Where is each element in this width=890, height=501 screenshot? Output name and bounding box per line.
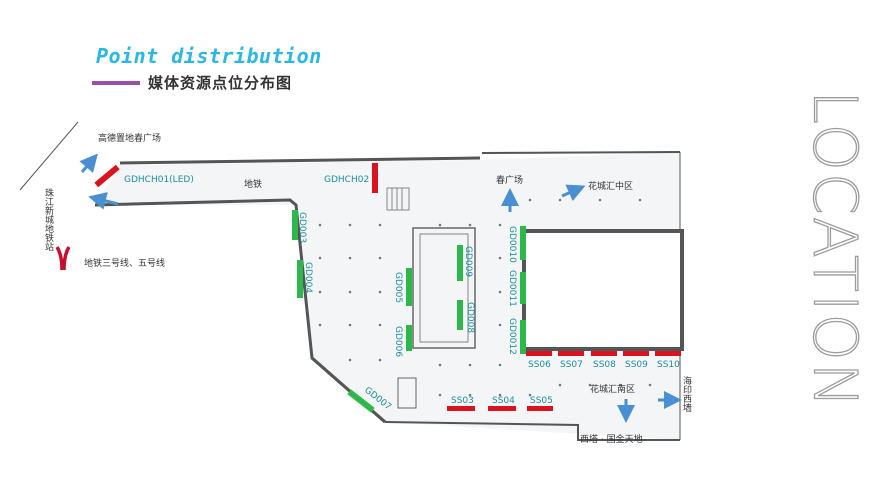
- point-ss08-marker: [591, 351, 617, 356]
- point-ss03-marker: [447, 406, 475, 411]
- point-ss07-marker: [558, 351, 584, 356]
- code-ss04: SS04: [492, 396, 515, 406]
- title-accent-line: [92, 81, 140, 85]
- arrow-northwest-icon: [79, 153, 98, 173]
- label-spring-plaza: 春广场: [496, 174, 523, 186]
- point-ss09-marker: [623, 351, 649, 356]
- code-gd0011: GD0011: [507, 270, 517, 307]
- point-ss10-marker: [655, 351, 681, 356]
- code-gdhch01: GDHCH01(LED): [124, 175, 194, 185]
- point-gd0010-marker: [520, 226, 526, 260]
- label-haiyin: 海印西墙: [681, 375, 692, 413]
- outer-walls: [19, 121, 681, 441]
- code-gd009: GD009: [463, 246, 473, 277]
- flower-city-middle-building: [522, 229, 684, 351]
- code-ss07: SS07: [560, 360, 583, 370]
- column-dots: [318, 198, 652, 397]
- point-gd008-marker: [457, 300, 463, 330]
- code-ss06: SS06: [528, 360, 551, 370]
- green-points: [292, 210, 526, 413]
- point-gd007-marker: [347, 389, 375, 413]
- label-gaode: 高德置地春广场: [98, 132, 161, 144]
- point-gd004-marker: [297, 260, 303, 298]
- escalator-north: [386, 187, 410, 211]
- code-gd008: GD008: [465, 302, 475, 333]
- label-metro-lines: 地铁三号线、五号线: [84, 257, 165, 269]
- label-metro: 地铁: [244, 178, 262, 190]
- point-ss05-marker: [527, 406, 553, 411]
- point-gd005-marker: [406, 268, 412, 306]
- label-station: 珠江新城地铁站: [43, 187, 54, 252]
- point-gd0012-marker: [520, 320, 526, 354]
- code-gd005: GD005: [393, 272, 403, 303]
- label-flower-city-south: 花城汇南区: [590, 383, 635, 395]
- point-ss06-marker: [526, 351, 552, 356]
- code-ss03: SS03: [451, 396, 474, 406]
- arrow-west-icon: [88, 192, 119, 210]
- code-ss09: SS09: [625, 360, 648, 370]
- code-ss05: SS05: [530, 396, 553, 406]
- flow-arrows: [79, 153, 682, 423]
- point-gd006-marker: [406, 325, 412, 351]
- floor-area: [95, 152, 680, 440]
- point-gdhch02-marker: [372, 163, 378, 193]
- code-gd0010: GD0010: [507, 226, 517, 263]
- code-gd003: GD003: [297, 212, 307, 243]
- code-gdhch02: GDHCH02: [324, 175, 369, 185]
- title-english: Point distribution: [96, 44, 322, 68]
- red-points: [94, 163, 681, 411]
- label-xita: 西塔 · 国金天地: [580, 433, 643, 445]
- point-gd0011-marker: [520, 272, 526, 304]
- label-flower-city-middle: 花城汇中区: [588, 180, 633, 192]
- title-chinese: 媒体资源点位分布图: [148, 74, 293, 92]
- code-gd006: GD006: [393, 326, 403, 357]
- code-gd004: GD004: [303, 262, 313, 293]
- metro-logo-icon: [55, 246, 71, 271]
- central-core: [397, 227, 476, 409]
- point-ss04-marker: [488, 406, 516, 411]
- code-ss10: SS10: [657, 360, 680, 370]
- point-gd009-marker: [457, 245, 463, 281]
- point-gdhch01-marker: [94, 164, 120, 188]
- code-gd0012: GD0012: [507, 318, 517, 355]
- arrow-east-icon: [561, 184, 586, 202]
- point-gd003-marker: [292, 210, 298, 240]
- code-ss08: SS08: [593, 360, 616, 370]
